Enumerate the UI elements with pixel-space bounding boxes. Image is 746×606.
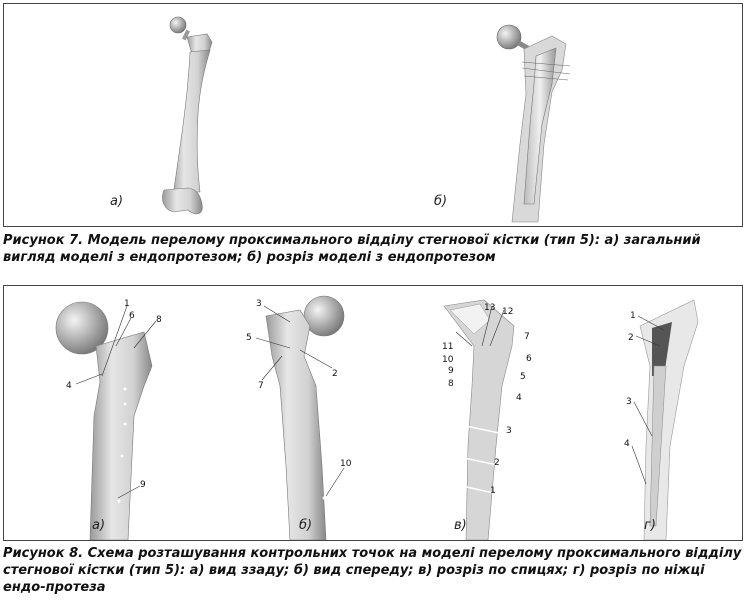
figure-7-illustration — [162, 16, 571, 223]
figure-8-caption: Рисунок 8. Схема розташування контрольни… — [3, 546, 742, 595]
point-label-c-2: 2 — [494, 458, 500, 468]
figure-8-label-d: г) — [644, 518, 656, 533]
figure-7-caption: Рисунок 7. Модель перелому проксимальног… — [3, 233, 701, 265]
figure-8-label-c: в) — [454, 518, 467, 533]
point-label-c-9: 9 — [448, 366, 454, 376]
point-label-c-4: 4 — [516, 393, 522, 403]
femur-front-view-b: 3 5 2 7 10 — [246, 295, 352, 540]
point-label-b-5: 5 — [246, 333, 252, 343]
femur-pin-section-c: 13 12 11 7 10 6 9 5 8 4 3 2 1 — [442, 299, 532, 540]
point-label-c-11: 11 — [442, 342, 453, 352]
femur-back-view-a: 1 6 8 4 9 — [55, 299, 162, 540]
point-label-d-2: 2 — [628, 333, 634, 343]
figure-8-illustration: 1 6 8 4 9 3 5 2 7 10 — [55, 295, 699, 540]
point-label-c-5: 5 — [520, 372, 526, 382]
point-label-b-10: 10 — [340, 459, 352, 469]
point-label-c-10: 10 — [442, 355, 454, 365]
point-label-c-1: 1 — [490, 486, 496, 496]
point-label-b-2: 2 — [332, 369, 338, 379]
point-label-c-7: 7 — [524, 332, 530, 342]
point-label-c-8: 8 — [448, 379, 454, 389]
femur-stem-section-d: 1 2 3 4 — [624, 299, 699, 540]
figure-8-label-b: б) — [299, 518, 313, 533]
figure-8-label-a: а) — [92, 518, 106, 533]
figure-8-frame: 1 6 8 4 9 3 5 2 7 10 — [3, 285, 743, 541]
point-label-c-6: 6 — [526, 354, 532, 364]
point-label-b-3: 3 — [256, 299, 262, 309]
femur-section-b — [496, 24, 571, 223]
point-label-c-13: 13 — [484, 303, 495, 313]
figure-7-label-b: б) — [434, 194, 448, 209]
point-label-d-3: 3 — [626, 397, 632, 407]
point-label-a-6: 6 — [129, 311, 135, 321]
point-label-d-1: 1 — [630, 311, 636, 321]
point-label-a-1: 1 — [124, 299, 130, 309]
figure-7-label-a: а) — [110, 194, 124, 209]
figure-7-frame: а) б) — [3, 3, 743, 227]
point-label-c-12: 12 — [502, 307, 513, 317]
point-label-b-7: 7 — [258, 381, 264, 391]
femur-model-a — [162, 16, 213, 215]
point-label-a-8: 8 — [156, 315, 162, 325]
point-label-d-4: 4 — [624, 439, 630, 449]
point-label-c-3: 3 — [506, 426, 512, 436]
point-label-a-4: 4 — [66, 381, 72, 391]
point-label-a-9: 9 — [140, 480, 146, 490]
